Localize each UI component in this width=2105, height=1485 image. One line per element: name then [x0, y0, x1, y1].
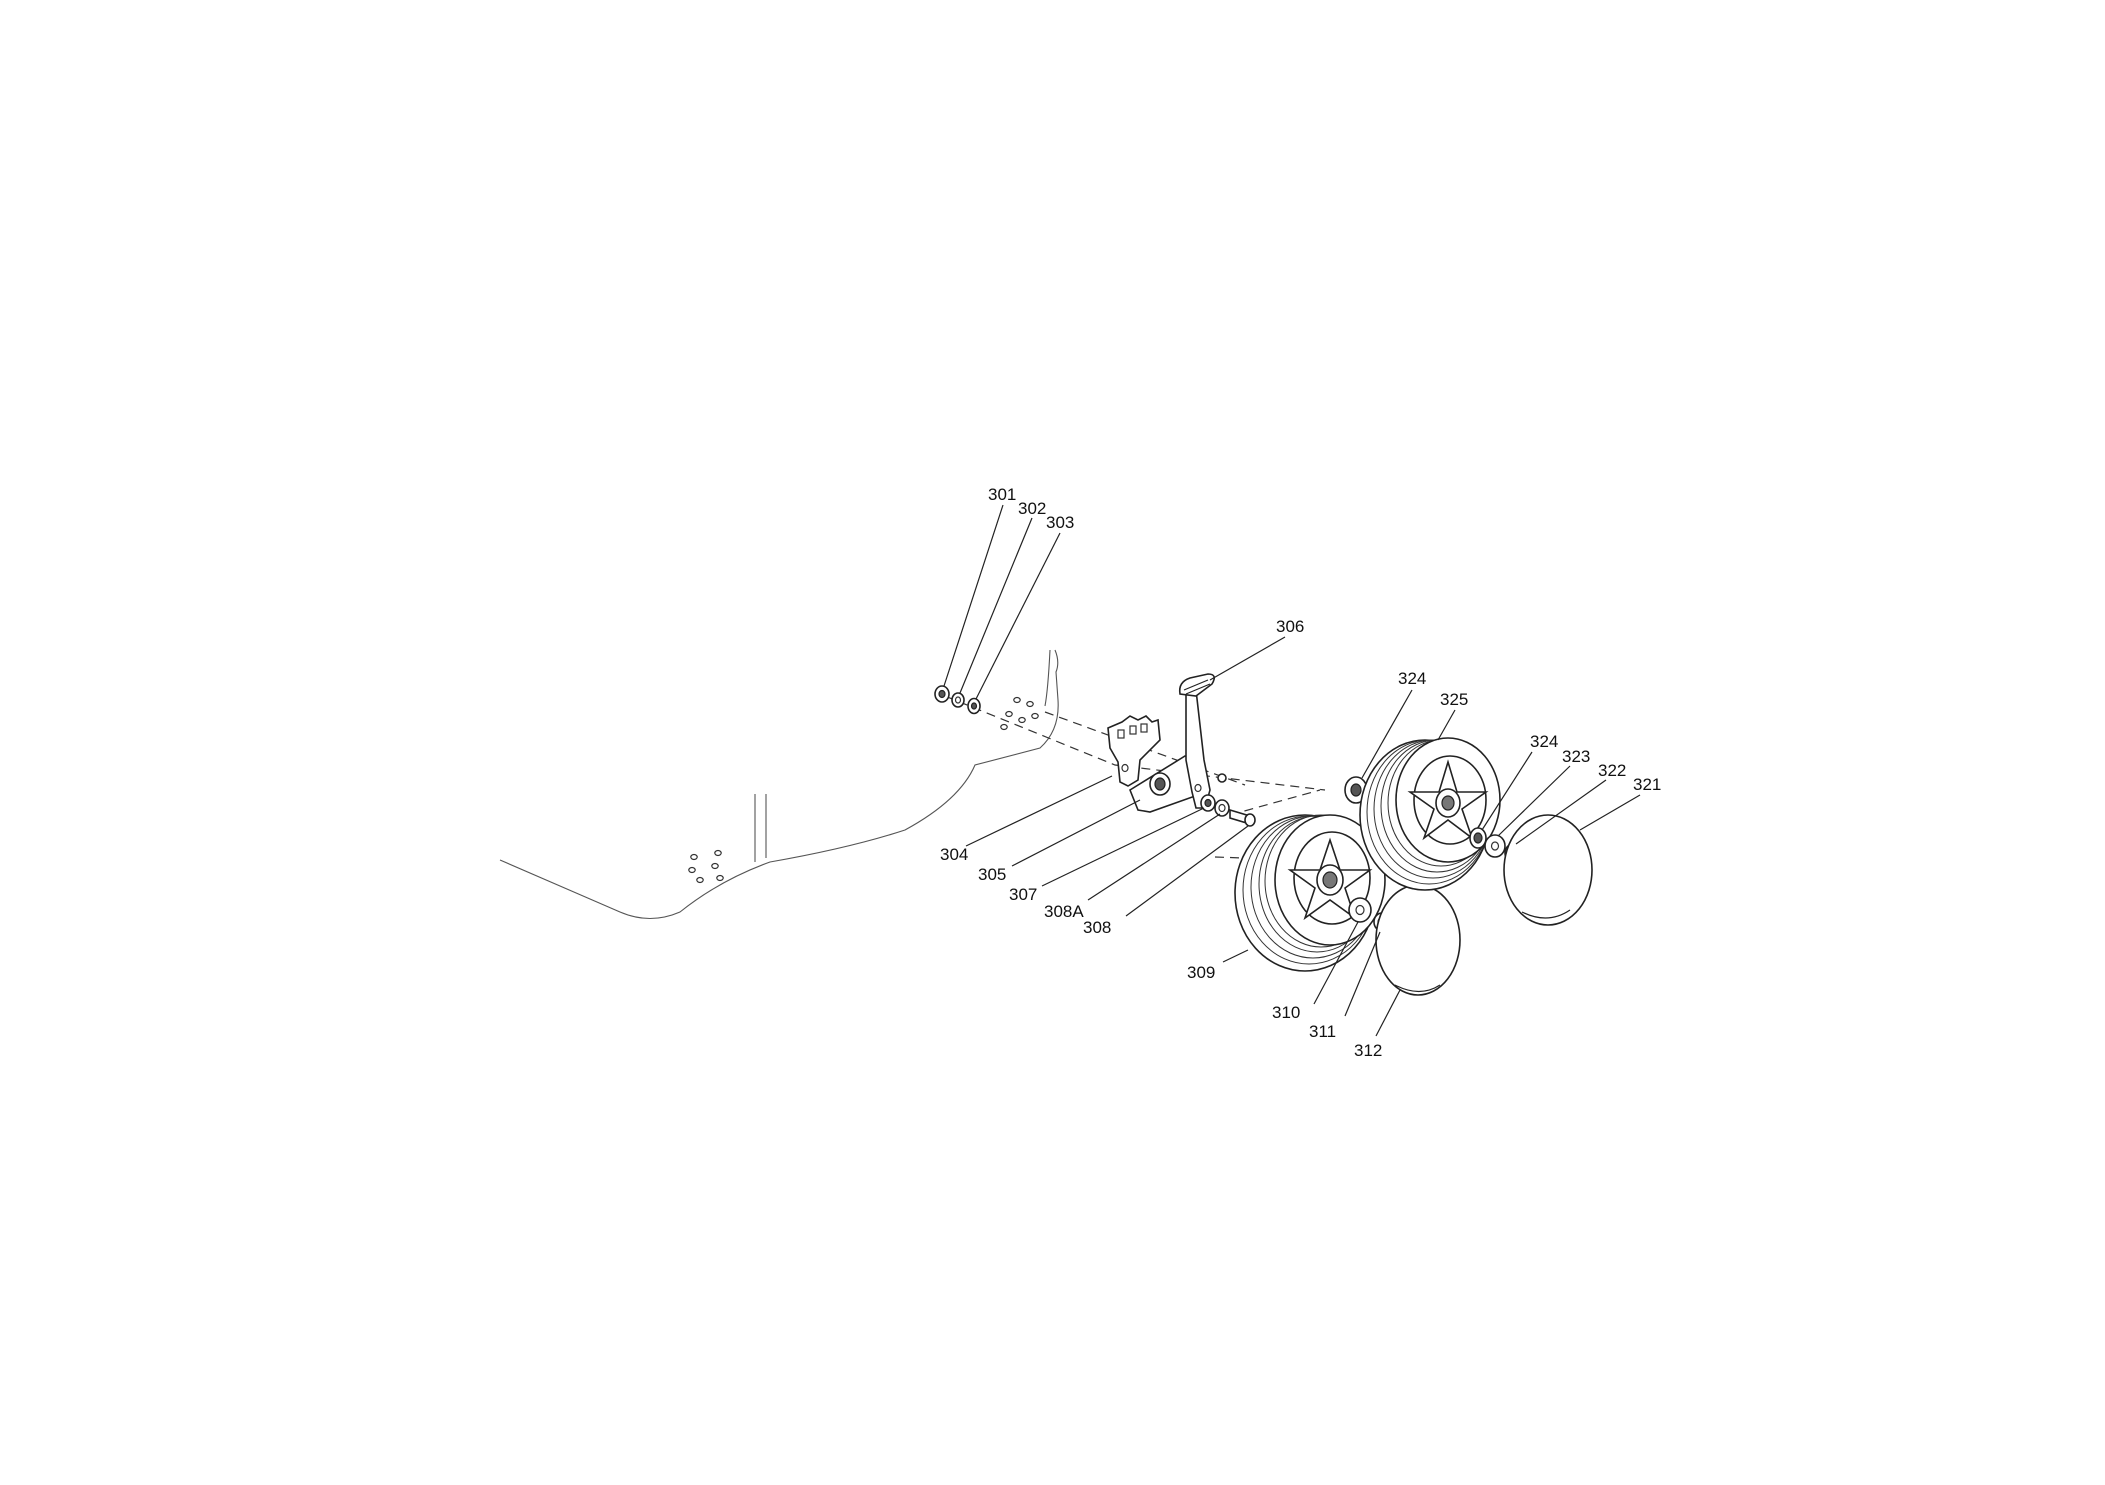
label-307: 307: [1009, 885, 1037, 904]
mower-deck-outline: [499, 649, 1059, 920]
label-323: 323: [1562, 747, 1590, 766]
part-323-washer: [1484, 834, 1506, 858]
label-309: 309: [1187, 963, 1215, 982]
part-325-wheel-rear: [1359, 737, 1501, 891]
label-322: 322: [1598, 761, 1626, 780]
label-308a: 308A: [1044, 902, 1084, 921]
part-312-hub-cap: [1375, 884, 1461, 996]
part-308-bolt: [1229, 808, 1256, 827]
label-303: 303: [1046, 513, 1074, 532]
label-301: 301: [988, 485, 1016, 504]
label-312: 312: [1354, 1041, 1382, 1060]
part-321-hub-cap: [1503, 814, 1593, 926]
label-305: 305: [978, 865, 1006, 884]
deck-holes-left: [688, 849, 724, 884]
label-325: 325: [1440, 690, 1468, 709]
label-324-lower: 324: [1530, 732, 1558, 751]
part-307-spacer: [1200, 794, 1216, 812]
label-311: 311: [1309, 1022, 1336, 1041]
part-324-spacer-outer: [1469, 827, 1487, 849]
part-308a-washer: [1214, 799, 1230, 817]
label-321: 321: [1633, 775, 1661, 794]
label-302: 302: [1018, 499, 1046, 518]
label-306: 306: [1276, 617, 1304, 636]
leader-lines: [943, 504, 1641, 1037]
part-309-wheel-front: [1234, 814, 1386, 972]
part-302-washer: [951, 692, 965, 708]
part-310-washer: [1348, 897, 1372, 923]
label-310: 310: [1272, 1003, 1300, 1022]
label-304: 304: [940, 845, 968, 864]
label-324-upper: 324: [1398, 669, 1426, 688]
part-303-washer: [967, 697, 981, 715]
label-308: 308: [1083, 918, 1111, 937]
part-labels: 301 302 303 306 304 305 307 308A 308 309…: [940, 485, 1661, 1060]
deck-holes-right: [1000, 696, 1039, 731]
part-304-height-bracket: [1107, 715, 1161, 787]
part-301-nut: [934, 685, 950, 703]
